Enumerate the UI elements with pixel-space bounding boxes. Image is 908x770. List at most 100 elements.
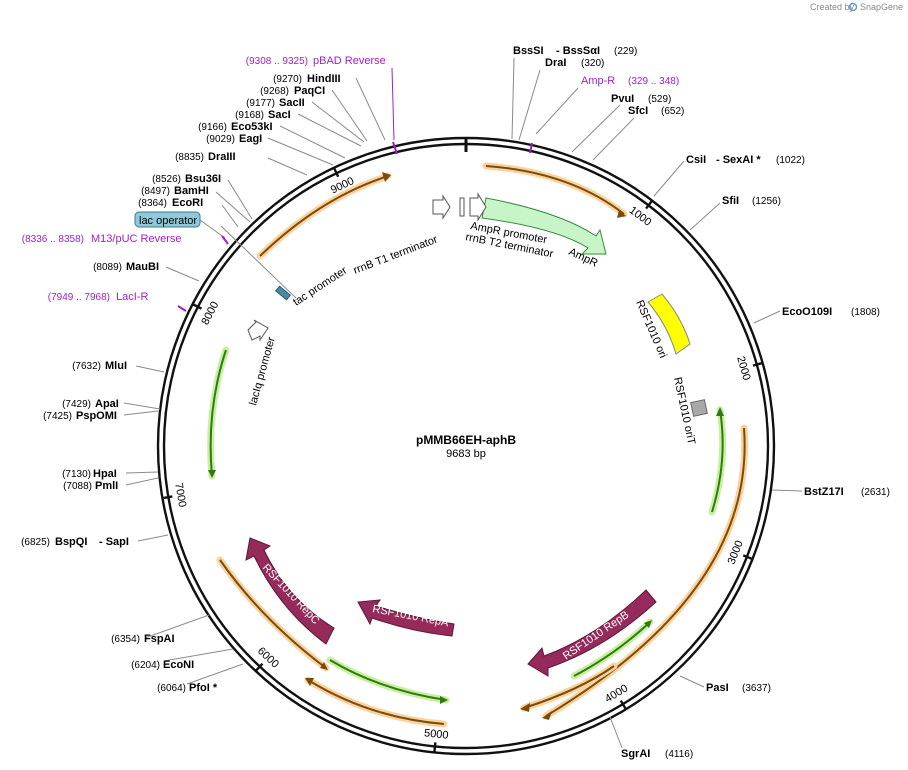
- svg-text:(8089): (8089): [93, 262, 122, 273]
- svg-text:PaqCI: PaqCI: [294, 85, 325, 97]
- rrnb-t1-terminator-arrow: [432, 194, 451, 220]
- leader-line: [511, 57, 515, 140]
- tac-promoter-label: tac promoter: [291, 264, 350, 308]
- leader-line: [592, 117, 635, 161]
- svg-text:SacII: SacII: [279, 97, 305, 109]
- backbone: [156, 136, 776, 756]
- leader-line: [609, 716, 623, 749]
- svg-text:(7130): (7130): [62, 469, 91, 480]
- tick-mark-7000: [162, 495, 173, 500]
- svg-text:(9268): (9268): [260, 86, 289, 97]
- svg-text:HpaI: HpaI: [93, 468, 117, 480]
- svg-text:EcoRI: EcoRI: [172, 197, 203, 209]
- primer-ampr[interactable]: Amp-R (329 .. 348): [581, 75, 679, 87]
- orf-right-orange-arc: [542, 424, 749, 720]
- svg-text:(6825): (6825): [21, 537, 50, 548]
- site-bsssi[interactable]: BssSI - BssSαI (229): [513, 45, 637, 57]
- site-eco53ki[interactable]: (9166) Eco53kI: [198, 121, 273, 133]
- orf-lacq-arc: [207, 346, 230, 480]
- site-ecoo109i[interactable]: EcoO109I (1808): [782, 306, 880, 318]
- leader-line: [279, 125, 346, 159]
- orf-bottom-orange-arc: [304, 676, 448, 728]
- svg-text:(6064): (6064): [157, 683, 186, 694]
- site-bsu36i[interactable]: (8526) Bsu36I: [152, 173, 221, 185]
- site-maubi[interactable]: (8089) MauBI: [93, 261, 159, 273]
- tick-label-2000: 2000: [734, 355, 752, 382]
- repc-feature: [245, 537, 335, 645]
- lacq-promoter-arrow: [247, 319, 269, 342]
- plasmid-title: pMMB66EH-aphB 9683 bp: [416, 433, 516, 460]
- site-csii[interactable]: CsiI - SexAI * (1022): [686, 154, 805, 166]
- site-draiii[interactable]: (8835) DraIII: [175, 151, 235, 163]
- svg-text:(329 .. 348): (329 .. 348): [628, 76, 679, 87]
- site-sacii[interactable]: (9177) SacII: [246, 97, 305, 109]
- leader-line: [125, 477, 159, 486]
- svg-text:(7632): (7632): [72, 361, 101, 372]
- site-fspai[interactable]: (6354) FspAI: [111, 633, 174, 645]
- site-mlui[interactable]: (7632) MluI: [72, 360, 127, 372]
- site-paqci[interactable]: (9268) PaqCI: [260, 85, 325, 97]
- svg-text:PmlI: PmlI: [95, 480, 118, 492]
- site-econi[interactable]: (6204) EcoNI: [131, 659, 194, 671]
- svg-text:DraI: DraI: [545, 57, 566, 69]
- rrnb-t2-terminator-mark: [459, 197, 465, 217]
- svg-text:BstZ17I: BstZ17I: [804, 486, 844, 498]
- site-saci[interactable]: (9168) SacI: [235, 109, 291, 121]
- primer-m13[interactable]: (8336 .. 8358) M13/pUC Reverse: [22, 233, 182, 245]
- primer-laci[interactable]: (7949 .. 7968) LacI-R: [48, 291, 149, 303]
- site-sgrai[interactable]: SgrAI (4116): [621, 748, 693, 760]
- site-eagi[interactable]: (9029) EagI: [206, 133, 262, 145]
- site-drai[interactable]: DraI (320): [545, 57, 604, 69]
- tick-mark-8000: [192, 303, 203, 310]
- orit-feature: [690, 399, 708, 417]
- site-pasi[interactable]: PasI (3637): [706, 682, 771, 694]
- leader-line: [653, 160, 685, 197]
- svg-text:(9270): (9270): [273, 74, 302, 85]
- svg-text:(8835): (8835): [175, 152, 204, 163]
- svg-text:ApaI: ApaI: [95, 398, 119, 410]
- primer-mark-pbad: [392, 141, 398, 155]
- svg-text:EcoO109I: EcoO109I: [782, 306, 832, 318]
- site-bamhi[interactable]: (8497) BamHI: [141, 185, 209, 197]
- svg-text:HindIII: HindIII: [307, 73, 341, 85]
- svg-text:(229): (229): [614, 46, 637, 57]
- svg-text:(9166): (9166): [198, 122, 227, 133]
- svg-text:SfiI: SfiI: [722, 195, 739, 207]
- site-hpai[interactable]: (7130) HpaI: [62, 468, 117, 480]
- svg-text:PasI: PasI: [706, 682, 729, 694]
- site-bspqi[interactable]: (6825) BspQI - SapI: [21, 536, 129, 548]
- orf-right-green-arc: [708, 406, 727, 516]
- svg-text:(9029): (9029): [206, 134, 235, 145]
- backbone-outer-strand: [156, 136, 776, 756]
- site-sfii[interactable]: SfiI (1256): [722, 195, 781, 207]
- site-bstz17i[interactable]: BstZ17I (2631): [804, 486, 890, 498]
- leader-line: [135, 365, 165, 373]
- orf-lower-orange-arc: [520, 662, 618, 712]
- svg-text:(8497): (8497): [141, 186, 170, 197]
- lac-operator-label: lac operator: [139, 215, 197, 227]
- ampr-feature: [481, 197, 607, 255]
- tick-mark-9000: [332, 167, 340, 178]
- svg-text:LacI-R: LacI-R: [116, 291, 148, 303]
- site-ecori[interactable]: (8364) EcoRI: [138, 197, 203, 209]
- svg-text:(1022): (1022): [776, 155, 805, 166]
- site-pmli[interactable]: (7088) PmlI: [63, 480, 118, 492]
- site-hindiii[interactable]: (9270) HindIII: [273, 73, 341, 85]
- leader-line: [267, 157, 308, 176]
- site-sfci[interactable]: SfcI (652): [628, 105, 684, 117]
- leader-line: [123, 402, 161, 410]
- repb-label: RSF1010 RepB: [561, 609, 631, 663]
- orf-bottom-green-arc: [326, 656, 450, 704]
- svg-text:(9308 .. 9325): (9308 .. 9325): [246, 56, 308, 67]
- leader-line: [679, 675, 705, 688]
- repb-feature: [527, 589, 657, 677]
- site-pvui[interactable]: PvuI (529): [611, 93, 671, 105]
- svg-text:BssSI: BssSI: [513, 45, 544, 57]
- svg-text:Amp-R: Amp-R: [581, 75, 615, 87]
- site-pspomi[interactable]: (7425) PspOMI: [43, 410, 117, 422]
- primer-pbad[interactable]: (9308 .. 9325) pBAD Reverse: [246, 55, 386, 67]
- svg-text:(7949 .. 7968): (7949 .. 7968): [48, 292, 110, 303]
- svg-text:(529): (529): [648, 94, 671, 105]
- site-apai[interactable]: (7429) ApaI: [62, 398, 119, 410]
- site-pfoi[interactable]: (6064) PfoI *: [157, 682, 218, 694]
